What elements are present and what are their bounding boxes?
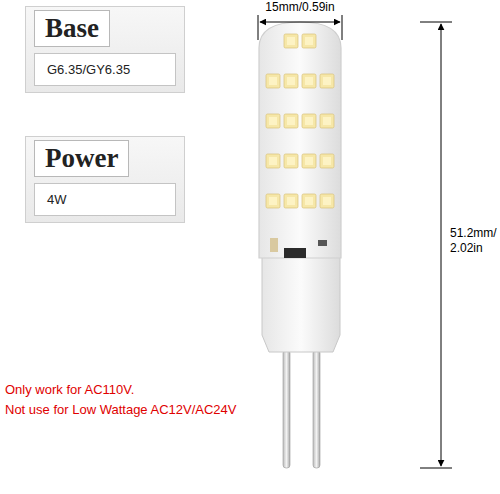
led-chip xyxy=(284,194,298,208)
led-chip xyxy=(284,114,298,128)
resistor xyxy=(318,240,327,246)
spec-value: G6.35/GY6.35 xyxy=(34,53,176,86)
dimension-line xyxy=(441,24,442,466)
pin xyxy=(313,350,320,468)
led-chip xyxy=(320,154,334,168)
warning-note: Not use for Low Wattage AC12V/AC24V xyxy=(5,402,275,418)
led-chip xyxy=(266,154,280,168)
spec-value: 4W xyxy=(34,183,176,216)
bulb-body xyxy=(259,22,341,258)
led-chip xyxy=(302,194,316,208)
base-housing xyxy=(262,255,340,352)
spec-panel: Power 4W xyxy=(25,136,185,223)
led-chip xyxy=(284,74,298,88)
dimension-line xyxy=(260,22,340,23)
led-chip xyxy=(284,154,298,168)
dimension-label: 51.2mm/ 2.02in xyxy=(450,226,498,256)
led-chip xyxy=(266,114,280,128)
led-chip xyxy=(320,114,334,128)
led-chip xyxy=(302,74,316,88)
led-chip xyxy=(302,154,316,168)
led-chip xyxy=(302,34,316,48)
led-chip xyxy=(302,114,316,128)
spec-heading: Base xyxy=(34,10,110,47)
pin xyxy=(283,350,290,468)
led-chip xyxy=(266,194,280,208)
led-chip xyxy=(266,74,280,88)
led-chip xyxy=(320,194,334,208)
led-chip xyxy=(320,74,334,88)
spec-heading: Power xyxy=(34,140,129,177)
chip xyxy=(284,248,306,258)
capacitor xyxy=(270,238,278,252)
warning-note: Only work for AC110V. xyxy=(5,382,265,398)
led-chip xyxy=(284,34,298,48)
dimension-label: 15mm/0.59in xyxy=(250,0,350,15)
spec-panel: BaseG6.35/GY6.35 xyxy=(25,6,185,93)
